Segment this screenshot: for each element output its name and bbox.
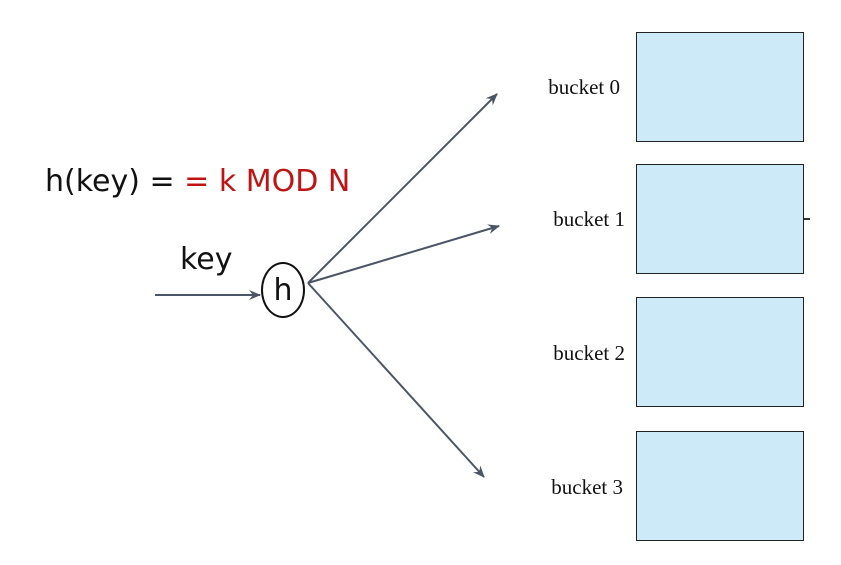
bucket-2-label: bucket 2: [553, 341, 625, 365]
bucket-0-label: bucket 0: [548, 75, 620, 99]
hash-node-label: h: [273, 272, 293, 308]
bucket-2-box: [636, 297, 804, 407]
bucket-1-box: [636, 164, 804, 274]
hash-formula: h(key) = = k MOD N: [45, 160, 350, 204]
bucket-1-tick-mark: [804, 218, 810, 220]
bucket-1-label: bucket 1: [553, 207, 625, 231]
arrow-hash-to-bucket-3: [307, 282, 485, 478]
formula-rhs: = k MOD N: [184, 164, 351, 199]
bucket-3-box: [636, 431, 804, 541]
bucket-0-box: [636, 32, 804, 142]
arrow-hash-to-bucket-0: [307, 93, 498, 284]
arrow-hash-to-bucket-1: [307, 224, 500, 284]
formula-lhs: h(key) =: [45, 164, 185, 199]
bucket-3-label: bucket 3: [551, 475, 623, 499]
hash-function-node: h: [261, 262, 305, 318]
input-key-label: key: [180, 242, 233, 277]
